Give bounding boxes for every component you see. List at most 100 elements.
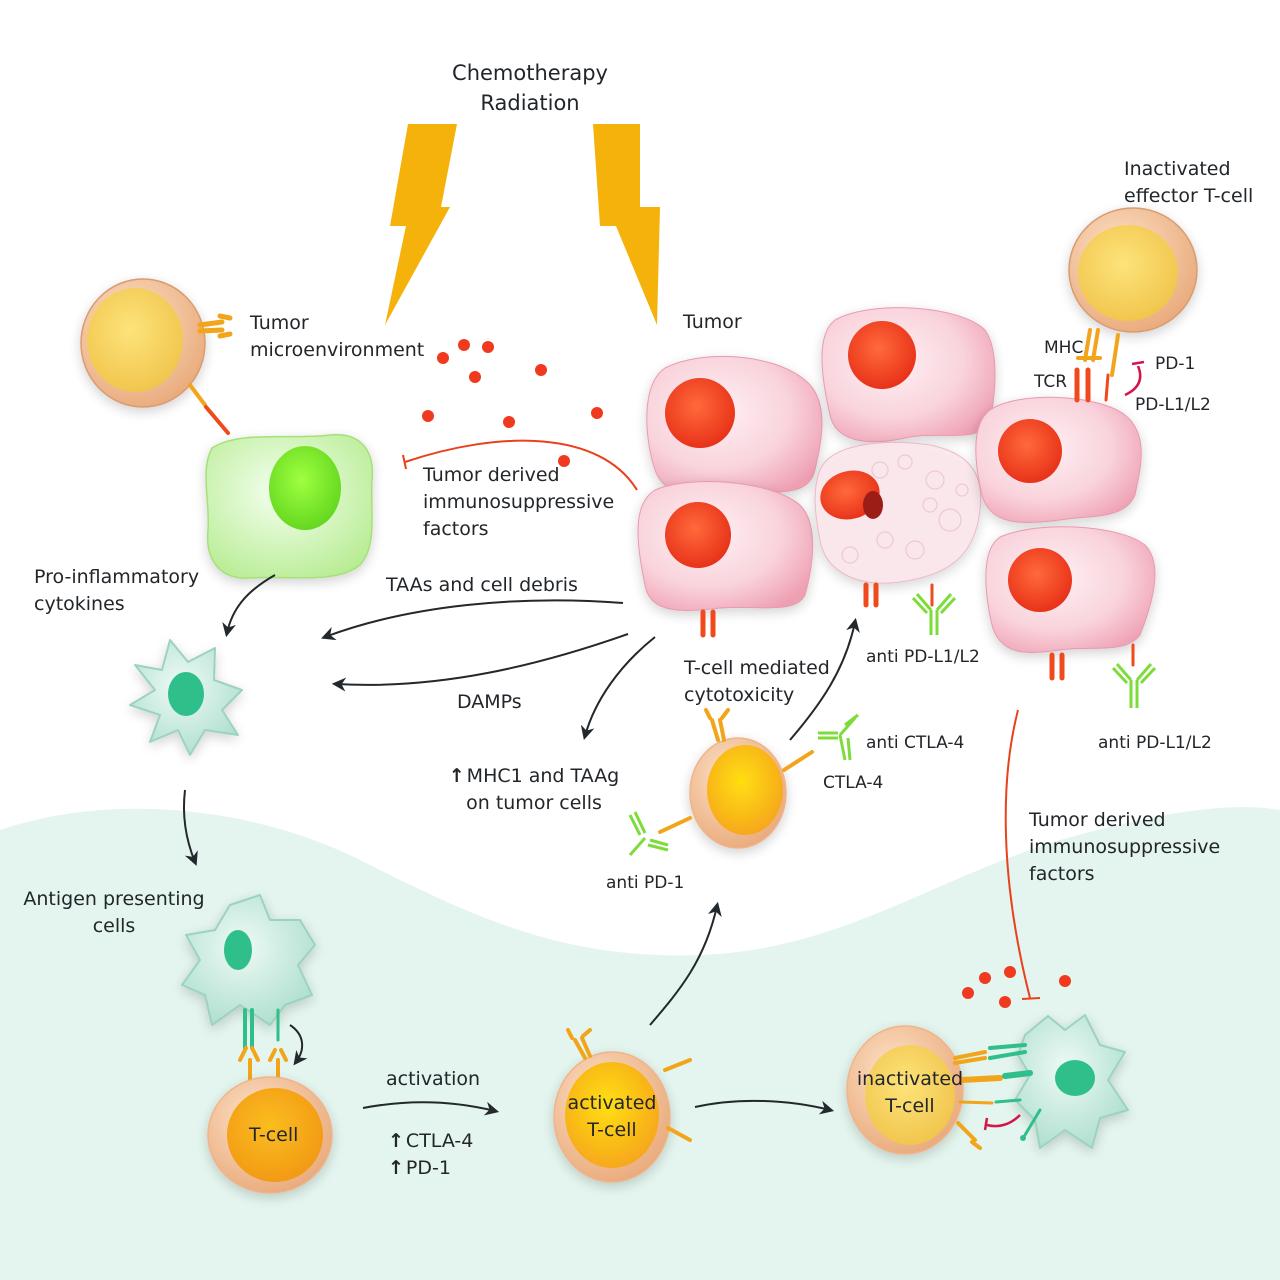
feedback-arrow [289, 1024, 308, 1066]
label-line: ↑MHC1 and TAAg [445, 763, 623, 790]
label-tumor-derived-factors-top: Tumor derived immunosuppressive factors [423, 462, 614, 543]
label-line: T-cell mediated [684, 657, 830, 679]
label-upregulated-markers: ↑CTLA-4 ↑PD-1 [388, 1128, 473, 1182]
label-activated-t-cell: activated T-cell [552, 1090, 672, 1144]
label-ctla4: CTLA-4 [823, 773, 884, 793]
tumor-microenvironment-t-cell [80, 278, 206, 408]
tumor-cell [637, 481, 814, 611]
t-cell-receptor-icons [658, 708, 814, 834]
anti-ctla4-antibody-icon [818, 713, 859, 761]
label-t-cell-mediated-cytotoxicity: T-cell mediated cytotoxicity [684, 655, 830, 709]
pd1-inhibition-bar [1131, 360, 1145, 366]
label-taas-cell-debris: TAAs and cell debris [386, 574, 578, 596]
label-anti-ctla4: anti CTLA-4 [866, 733, 965, 753]
label-t-cell: T-cell [249, 1124, 299, 1146]
receptor-ligand-pair-icon [188, 383, 230, 435]
label-line: immunosuppressive [1029, 836, 1221, 858]
immunosuppressive-factor-dots [422, 339, 603, 467]
label-line: Tumor derived [1029, 809, 1166, 831]
inhibition-line-top [404, 439, 638, 491]
tumor-cell [821, 307, 996, 443]
mhc-tcr-binding-icon [1076, 328, 1120, 377]
dendritic-cell [129, 639, 243, 756]
label-anti-pdl1-mid: anti PD-L1/L2 [866, 647, 980, 667]
label-line: on tumor cells [466, 792, 602, 814]
label-line: Inactivated [1124, 158, 1231, 180]
up-arrow-icon: ↑ [388, 1157, 404, 1179]
label-line: ↑PD-1 [388, 1155, 473, 1182]
label-mhc1-taag: ↑MHC1 and TAAg on tumor cells [445, 763, 623, 817]
up-arrow-icon: ↑ [448, 765, 465, 787]
label-line: cytokines [34, 593, 125, 615]
inhibition-bar-top [402, 454, 407, 470]
label-tumor-derived-factors-bottom: Tumor derived immunosuppressive factors [1029, 807, 1220, 888]
activated-t-cell-receptors [566, 1028, 692, 1142]
label-antigen-presenting-cells: Antigen presenting cells [18, 886, 210, 940]
title-line-chemotherapy: Chemotherapy [452, 61, 608, 85]
label-anti-pdl1-right: anti PD-L1/L2 [1098, 733, 1212, 753]
label-line: inactivated [856, 1068, 964, 1090]
mhc-receptor-icons [700, 367, 1091, 681]
label-line: T-cell [885, 1095, 935, 1117]
lightning-bolt-right-icon [593, 124, 660, 325]
arrow-to-inactivated [694, 1099, 835, 1115]
label-line: cytotoxicity [684, 684, 795, 706]
label-text: CTLA-4 [405, 1130, 474, 1152]
up-arrow-icon: ↑ [388, 1130, 404, 1152]
inhibitory-receptor-pairs [953, 1043, 1042, 1150]
arrow-to-cytotoxic [649, 901, 722, 1026]
cytotoxic-t-cell [689, 737, 787, 849]
label-line: cells [92, 915, 136, 937]
arrow-cytotoxicity [789, 617, 860, 741]
lightning-bolt-left-icon [385, 124, 457, 325]
inhibition-line-right [1004, 709, 1031, 999]
anti-pdl1-antibody-icon [911, 593, 957, 635]
label-pd1: PD-1 [1155, 354, 1196, 374]
mhc-tcr-binding-icon [238, 1008, 288, 1090]
label-line: ↑CTLA-4 [388, 1128, 473, 1155]
label-line: Tumor derived [423, 464, 560, 486]
antigen-presenting-cell [181, 894, 316, 1026]
inactivated-t-cell [846, 1025, 964, 1155]
label-line: Tumor [250, 312, 309, 334]
arrow-taas [321, 599, 624, 641]
label-text: PD-1 [405, 1157, 451, 1179]
title-line-radiation: Radiation [480, 91, 580, 115]
dying-tumor-cell [814, 441, 982, 584]
tumor-cluster [637, 307, 1156, 653]
macrophage-cell [205, 433, 374, 579]
label-damps: DAMPs [457, 691, 522, 713]
process-arrows [183, 574, 860, 1116]
inactivated-effector-t-cell [1068, 207, 1198, 333]
label-inactivated-t-cell: inactivated T-cell [848, 1066, 972, 1120]
label-line: factors [423, 518, 489, 540]
anti-pd1-antibody-icon [628, 811, 669, 856]
label-line: microenvironment [250, 339, 425, 361]
label-line: Antigen presenting [23, 888, 205, 910]
label-tumor-microenvironment: Tumor microenvironment [250, 310, 424, 364]
tumor-cell [975, 396, 1142, 523]
therapy-title: Chemotherapy Radiation [430, 58, 630, 118]
label-tumor: Tumor [683, 311, 742, 333]
pd1-inhibition-icon-bottom [986, 1114, 1021, 1128]
label-line: immunosuppressive [423, 491, 615, 513]
label-inactivated-effector-t-cell: Inactivated effector T-cell [1124, 156, 1253, 210]
arrow-dc-to-apc [183, 789, 198, 866]
label-tcr: TCR [1034, 372, 1068, 392]
immunosuppressive-factor-dots-bottom [962, 966, 1071, 1008]
label-line: effector T-cell [1124, 185, 1254, 207]
label-text: MHC1 and TAAg [466, 765, 620, 787]
apc-bottom-right [1014, 1014, 1129, 1149]
arrow-cytokines [222, 574, 276, 638]
arrow-mhc1 [580, 636, 656, 741]
pd-l1-ligand-icons [930, 373, 1135, 667]
label-line: Pro-inflammatory [34, 566, 200, 588]
arrow-activation [362, 1101, 500, 1116]
label-line: activated [567, 1092, 657, 1114]
naive-t-cell [207, 1076, 333, 1194]
label-line: factors [1029, 863, 1095, 885]
tumor-cell [646, 355, 823, 495]
pd1-inhibition-icon [1124, 365, 1142, 397]
arrow-damps [331, 633, 629, 692]
